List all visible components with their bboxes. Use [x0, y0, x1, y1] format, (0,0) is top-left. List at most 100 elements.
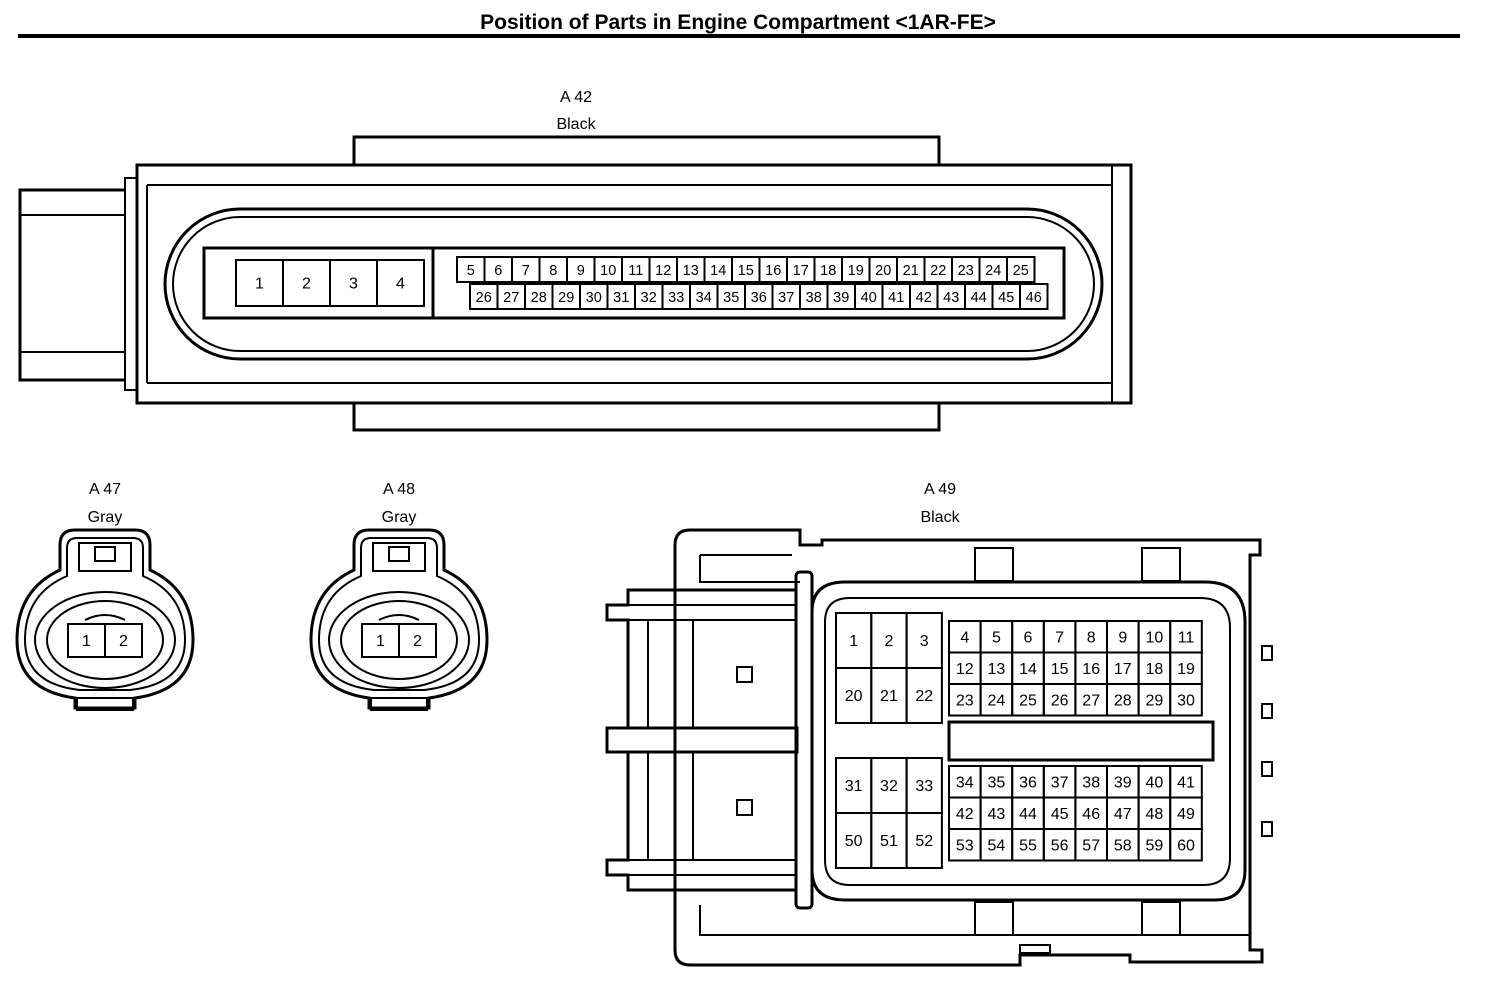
a42-pin-38-label: 38 [806, 290, 822, 306]
a42-pin-25-label: 25 [1013, 263, 1029, 279]
a49-pin-53-label: 53 [956, 837, 974, 854]
a49-pin-36-label: 36 [1019, 774, 1037, 791]
a49-pin-4: 4 [948, 620, 982, 654]
a42-pin-24: 24 [978, 256, 1008, 283]
a42-latch [18, 188, 125, 382]
a49-pin-6-label: 6 [1024, 629, 1033, 646]
a42-pin-36-label: 36 [751, 290, 767, 306]
a42-pin-26: 26 [469, 283, 499, 310]
a49-lever [605, 588, 796, 892]
a49-pin-20: 20 [835, 667, 873, 724]
a42-pin-28: 28 [524, 283, 554, 310]
a49-bottom-lip [1019, 944, 1051, 954]
a49-pin-52-label: 52 [915, 833, 933, 850]
a42-pin-46: 46 [1019, 283, 1049, 310]
a49-pin-34-label: 34 [956, 774, 974, 791]
a47-latch-window [94, 546, 116, 562]
a49-pin-39-label: 39 [1114, 774, 1132, 791]
a49-face-inner [824, 597, 1231, 886]
a42-pin-40-label: 40 [861, 290, 877, 306]
a49-lever-bar [605, 726, 799, 754]
a42-pin-15-label: 15 [738, 263, 754, 279]
a49-face-outer [810, 580, 1247, 902]
a42-pin-45-label: 45 [998, 290, 1014, 306]
a49-pin-3-label: 3 [920, 633, 929, 650]
a49-pin-48-label: 48 [1146, 806, 1164, 823]
a47-outline [15, 528, 195, 710]
page-title: Position of Parts in Engine Compartment … [480, 11, 996, 34]
a49-side-tab-1 [1261, 645, 1273, 661]
a42-pin-27-label: 27 [503, 290, 519, 306]
a42-pin-34-label: 34 [696, 290, 712, 306]
a49-code: A 49 [924, 481, 956, 498]
a49-pin-44-label: 44 [1019, 806, 1037, 823]
a49-pin-49: 49 [1169, 796, 1203, 830]
a49-pin-27-label: 27 [1082, 692, 1100, 709]
a42-pin-25: 25 [1006, 256, 1036, 283]
a42-pin-14-label: 14 [710, 263, 726, 279]
a42-pin-40: 40 [854, 283, 884, 310]
a49-pin-7: 7 [1042, 620, 1077, 654]
a42-pin-37-label: 37 [778, 290, 794, 306]
a42-pin-31-label: 31 [613, 290, 629, 306]
a49-pin-35-label: 35 [988, 774, 1006, 791]
a47-color: Gray [88, 509, 123, 526]
a42-pin-6-label: 6 [494, 263, 502, 279]
a42-pin-33: 33 [661, 283, 691, 310]
a47-latch [78, 542, 132, 572]
a42-pin-25-box [1006, 256, 1036, 283]
a42-pin-11: 11 [621, 256, 651, 283]
a42-pin-37: 37 [771, 283, 801, 310]
a49-pin-19: 19 [1169, 651, 1203, 685]
a42-pin-7: 7 [511, 256, 541, 283]
a49-pin-47-label: 47 [1114, 806, 1132, 823]
a49-lever-hole-top [736, 666, 753, 683]
a42-code: A 42 [560, 89, 592, 106]
a42-pin-13: 13 [676, 256, 706, 283]
a42-pin-1-label: 1 [255, 276, 264, 293]
a49-pin-14-label: 14 [1019, 661, 1037, 678]
a49-pin-60-box [1169, 828, 1203, 862]
a42-pin-20-label: 20 [875, 263, 891, 279]
a42-pin-39-label: 39 [833, 290, 849, 306]
a48-outline-inner [317, 537, 481, 691]
a49-pin-18-label: 18 [1146, 661, 1164, 678]
a49-pin-50-label: 50 [845, 833, 863, 850]
a49-pin-45-label: 45 [1051, 806, 1069, 823]
a42-pin-3-label: 3 [349, 276, 358, 293]
a48-pin-1: 1 [361, 623, 400, 658]
a49-pin-32-label: 32 [880, 778, 898, 795]
a49-pin-40-label: 40 [1146, 774, 1164, 791]
a49-pin-58-label: 58 [1114, 837, 1132, 854]
a49-pin-10: 10 [1137, 620, 1172, 654]
a48-color: Gray [382, 509, 417, 526]
a42-pin-43: 43 [936, 283, 966, 310]
a49-center-key [947, 720, 1215, 762]
a42-pin-41: 41 [881, 283, 911, 310]
a42-pin-23-label: 23 [958, 263, 974, 279]
a49-pin-51-label: 51 [880, 833, 898, 850]
a49-pin-23: 23 [948, 683, 982, 717]
a49-pin-51: 51 [870, 812, 908, 869]
a49-pin-9: 9 [1106, 620, 1140, 654]
a49-pin-17-label: 17 [1114, 661, 1132, 678]
a42-pin-4: 4 [376, 259, 425, 307]
a49-pin-59: 59 [1137, 828, 1172, 862]
a42-pin-39: 39 [826, 283, 856, 310]
a42-pin-26-label: 26 [476, 290, 492, 306]
a42-pin-19: 19 [841, 256, 871, 283]
a42-pin-5: 5 [456, 256, 486, 283]
a42-pin-42: 42 [909, 283, 939, 310]
a42-bottom-tab [352, 403, 941, 432]
a42-pin-23: 23 [951, 256, 981, 283]
a49-side-tab-4 [1261, 821, 1273, 837]
a49-pin-21-label: 21 [880, 688, 898, 705]
